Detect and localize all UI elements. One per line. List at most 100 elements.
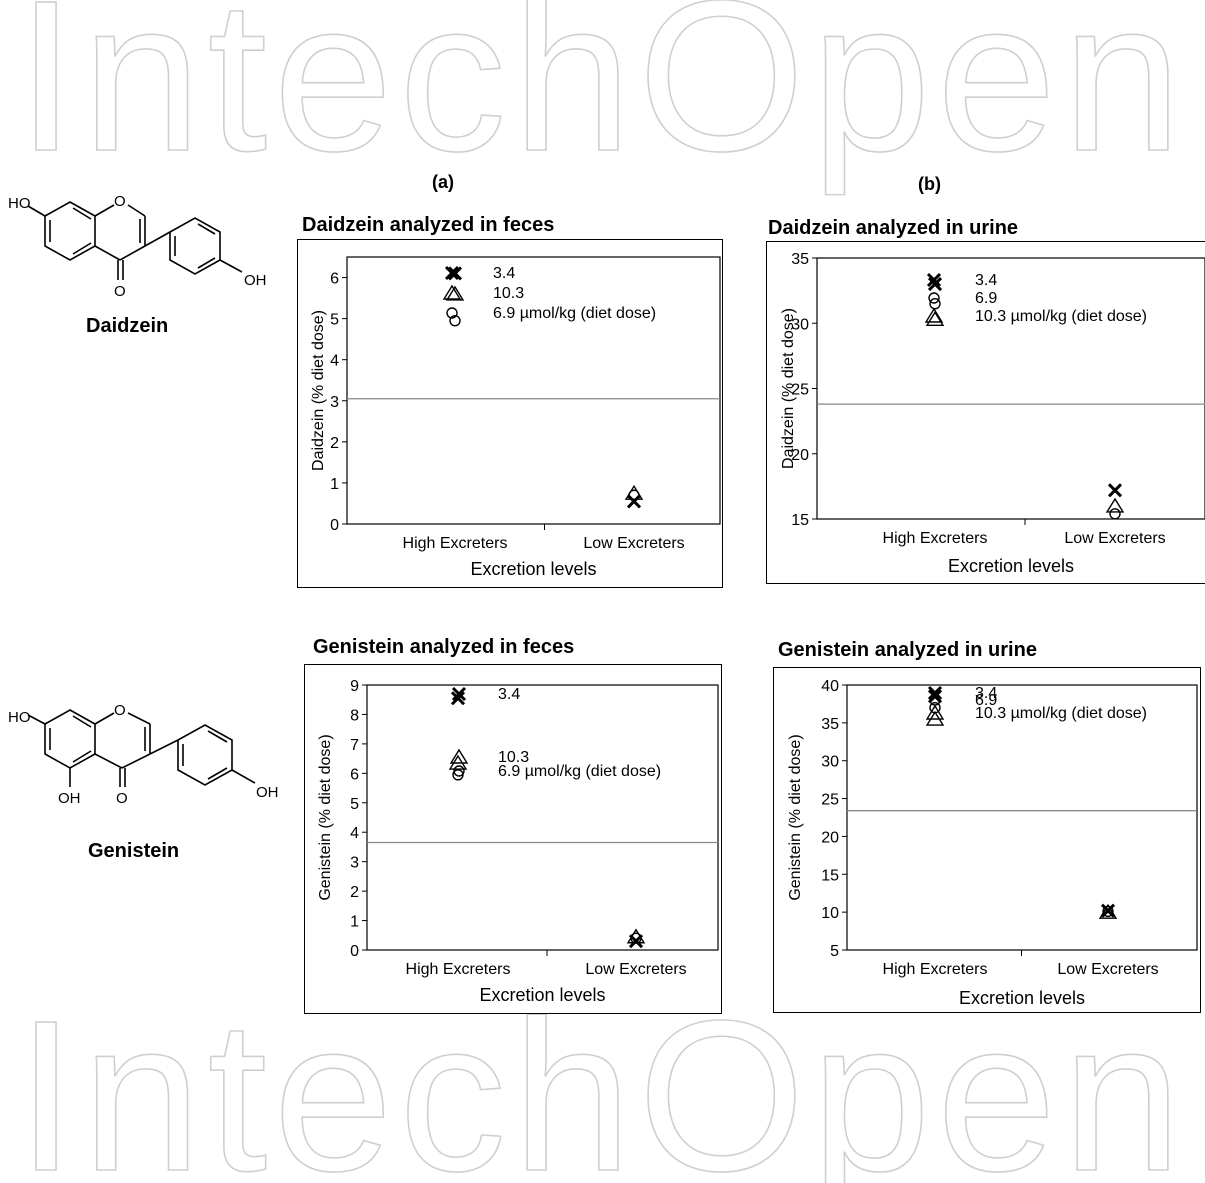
y-tick-label: 20	[821, 829, 839, 846]
y-tick-label: 40	[821, 678, 839, 695]
legend-marker	[446, 307, 458, 319]
y-tick-label: 3	[350, 855, 359, 872]
chart-title: Genistein analyzed in feces	[313, 636, 575, 658]
x-tick-label: High Excreters	[403, 535, 508, 552]
mol-label-keto-o: O	[116, 790, 128, 807]
y-tick-label: 0	[330, 517, 339, 534]
legend-marker-shape	[453, 765, 465, 777]
y-tick-label: 1	[330, 476, 339, 493]
y-tick-label: 6	[330, 271, 339, 288]
y-tick-label: 20	[791, 447, 809, 464]
legend-marker	[453, 765, 465, 777]
y-axis-label: Genistein (% diet dose)	[317, 734, 334, 900]
chart-title: Genistein analyzed in urine	[778, 639, 1037, 661]
data-point	[1105, 497, 1125, 513]
y-tick-label: 4	[350, 825, 359, 842]
plot-area	[366, 684, 719, 951]
legend-label: 10.3 µmol/kg (diet dose)	[975, 705, 1147, 722]
y-axis-label: Genistein (% diet dose)	[787, 734, 804, 900]
y-tick-label: 10	[821, 905, 839, 922]
panel-letter-a: (a)	[432, 172, 454, 192]
genistein-structure: HO O OH O OH	[8, 702, 279, 807]
data-point-shape	[628, 489, 640, 501]
mol-label-ho: HO	[8, 709, 31, 726]
legend-marker	[444, 265, 460, 281]
y-tick-label: 5	[330, 312, 339, 329]
y-tick-label: 2	[350, 884, 359, 901]
y-tick-label: 6	[350, 766, 359, 783]
data-point-stroke	[450, 691, 466, 706]
legend-label: 10.3	[498, 749, 529, 766]
legend-marker-shape	[442, 284, 462, 300]
legend-label: 3.4	[975, 272, 997, 289]
data-point	[630, 932, 642, 944]
x-tick-label: High Excreters	[883, 530, 988, 547]
data-point-shape	[1105, 497, 1125, 513]
y-tick-label: 15	[791, 512, 809, 529]
chart-frame	[297, 239, 723, 588]
y-tick-label: 2	[330, 435, 339, 452]
mol-label-keto-o: O	[114, 283, 126, 300]
panel-letter-b: (b)	[918, 174, 941, 194]
watermark-top: IntechOpen	[16, 0, 1188, 196]
data-point	[1098, 903, 1118, 919]
legend-marker-stroke	[444, 265, 460, 281]
data-point	[445, 285, 465, 301]
data-point	[1107, 483, 1123, 498]
y-tick-label: 1	[350, 914, 359, 931]
legend-marker-shape	[928, 292, 940, 304]
x-axis-label: Excretion levels	[959, 988, 1085, 1008]
plot-area	[346, 256, 721, 525]
watermark-bottom: IntechOpen	[16, 975, 1188, 1183]
data-point-shape	[630, 932, 642, 944]
chart-title: Daidzein analyzed in feces	[302, 214, 555, 236]
data-point	[447, 266, 463, 281]
x-tick-label: Low Excreters	[583, 535, 684, 552]
y-tick-label: 3	[330, 394, 339, 411]
chart-frame	[304, 664, 722, 1014]
data-point-stroke	[1107, 483, 1123, 498]
y-tick-label: 8	[350, 707, 359, 724]
legend-label: 6.9 µmol/kg (diet dose)	[498, 763, 661, 780]
y-tick-label: 9	[350, 678, 359, 695]
chart-title: Daidzein analyzed in urine	[768, 217, 1019, 239]
y-tick-label: 30	[821, 754, 839, 771]
legend-marker	[928, 292, 940, 304]
mol-label-oh5: OH	[58, 790, 81, 807]
mol-label-ho: HO	[8, 195, 31, 212]
chart-frame	[773, 667, 1201, 1013]
mol-label-oh: OH	[244, 272, 267, 289]
data-point	[450, 691, 466, 706]
x-axis-label: Excretion levels	[948, 556, 1074, 576]
y-tick-label: 35	[791, 251, 809, 268]
mol-label-oh: OH	[256, 784, 279, 801]
mol-label-ring-o: O	[114, 702, 126, 719]
legend-marker-shape	[446, 307, 458, 319]
data-point-shape	[1098, 903, 1118, 919]
data-point	[449, 314, 461, 327]
data-point	[1109, 508, 1121, 520]
plot-area	[846, 684, 1198, 951]
y-tick-label: 35	[821, 716, 839, 733]
legend-label: 3.4	[493, 265, 515, 282]
data-point-shape	[449, 314, 461, 327]
legend-marker	[925, 704, 945, 720]
x-tick-label: Low Excreters	[1057, 961, 1158, 978]
legend-marker	[442, 284, 462, 300]
daidzein-structure: HO O O OH	[8, 193, 267, 300]
legend-marker	[924, 307, 944, 323]
y-tick-label: 25	[821, 792, 839, 809]
data-point-stroke	[447, 266, 463, 281]
x-axis-label: Excretion levels	[479, 985, 605, 1005]
data-point	[628, 489, 640, 501]
legend-marker-stroke	[926, 272, 942, 288]
legend-label: 3.4	[498, 686, 520, 703]
y-tick-label: 15	[821, 867, 839, 884]
x-tick-label: Low Excreters	[1064, 530, 1165, 547]
y-axis-label: Daidzein (% diet dose)	[310, 310, 327, 471]
y-tick-label: 4	[330, 353, 339, 370]
legend-marker	[449, 748, 469, 764]
